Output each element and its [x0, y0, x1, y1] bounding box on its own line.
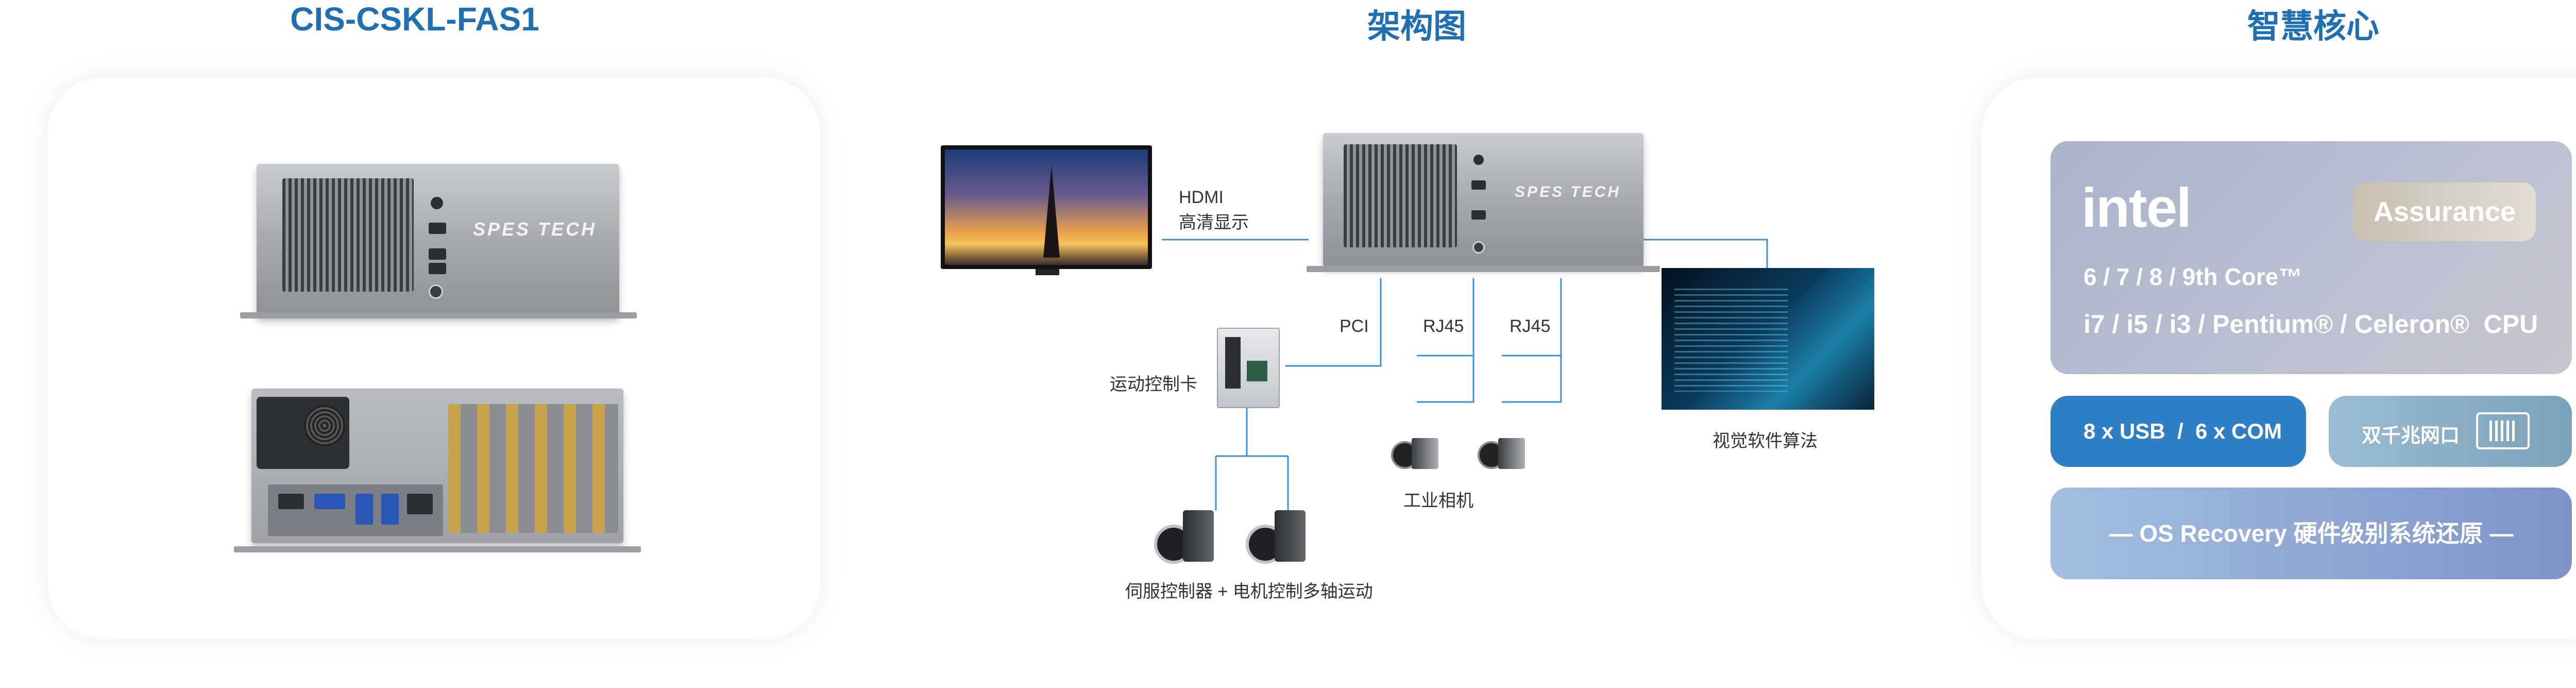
camera-label: 工业相机: [1403, 491, 1473, 511]
rj45-label-2: RJ45: [1510, 316, 1551, 336]
pci-label: PCI: [1340, 316, 1369, 336]
usb-com-pill: 8 x USB / 6 x COM: [2050, 396, 2306, 467]
vision-label: 视觉软件算法: [1713, 431, 1818, 451]
left-title: CIS-CSKL-FAS1: [290, 1, 539, 38]
vision-software-screen: [1662, 268, 1874, 410]
core-generations: 6 / 7 / 8 / 9th Core™: [2083, 263, 2302, 290]
hdmi-label-1: HDMI: [1179, 188, 1224, 207]
servo-label: 伺服控制器 + 电机控制多轴运动: [1125, 582, 1373, 601]
intel-cpu-panel: [2050, 141, 2572, 374]
rj45-label-1: RJ45: [1423, 316, 1464, 336]
intel-logo: intel: [2081, 176, 2192, 239]
central-brand-logo: SPES TECH: [1515, 183, 1621, 200]
assurance-badge: Assurance: [2353, 182, 2536, 241]
right-title: 智慧核心: [2247, 8, 2379, 45]
front-vent-grille: [282, 178, 414, 292]
motion-card-label: 运动控制卡: [1110, 375, 1197, 394]
middle-title: 架构图: [1367, 8, 1466, 45]
gigabit-label: 双千兆网口: [2362, 425, 2460, 447]
gigabit-pill: 双千兆网口: [2329, 396, 2572, 467]
front-brand-logo: SPES TECH: [473, 219, 597, 240]
ethernet-port-icon: [2476, 412, 2530, 449]
pci-slot-covers: [448, 404, 618, 533]
hdmi-label-2: 高清显示: [1179, 213, 1249, 232]
os-recovery-pill: — OS Recovery 硬件级别系统还原 —: [2050, 488, 2572, 579]
cpu-models: i7 / i5 / i3 / Pentium® / Celeron® CPU: [2083, 310, 2538, 339]
